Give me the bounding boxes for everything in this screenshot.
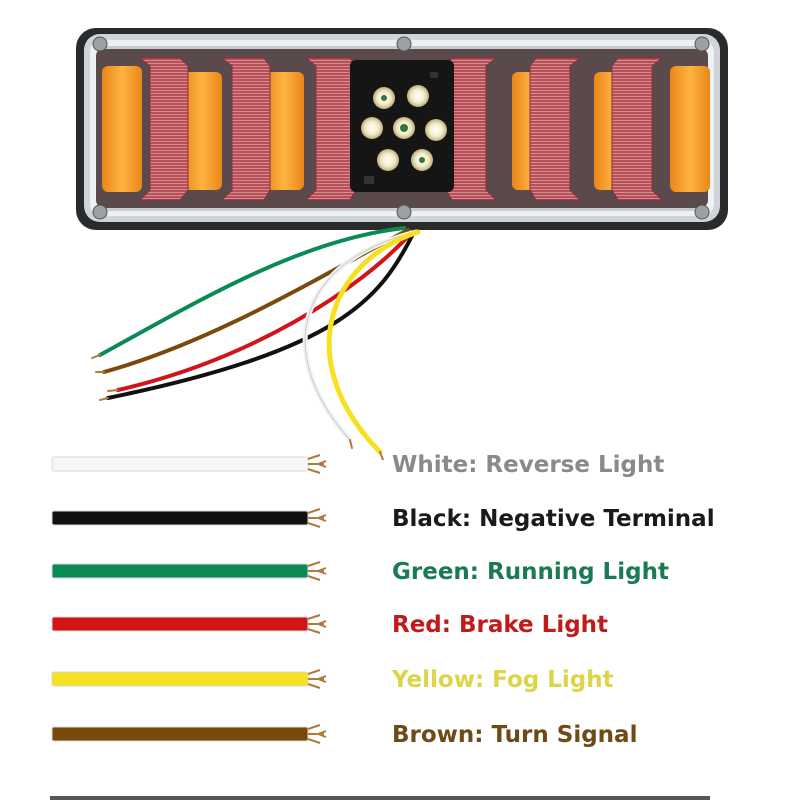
loose-wires	[91, 226, 421, 460]
legend-label: Red: Brake Light	[392, 612, 609, 638]
legend-label: Yellow: Fog Light	[392, 667, 614, 693]
wire-swatch	[51, 561, 327, 581]
legend-label: Black: Negative Terminal	[392, 506, 715, 532]
wire-swatch	[51, 454, 327, 474]
legend-row: Green: Running Light	[0, 544, 800, 600]
legend-label: Brown: Turn Signal	[392, 722, 638, 748]
wire-swatch	[51, 508, 327, 528]
legend-row: White: Reverse Light	[0, 437, 800, 493]
bottom-edge-strip	[50, 796, 710, 800]
legend-row: Yellow: Fog Light	[0, 652, 800, 708]
wire-swatch	[51, 614, 327, 634]
legend-row: Black: Negative Terminal	[0, 491, 800, 547]
legend-label: White: Reverse Light	[392, 452, 665, 478]
legend-label: Green: Running Light	[392, 559, 669, 585]
wire-swatch	[51, 669, 327, 689]
wire-swatch	[51, 724, 327, 744]
legend-row: Brown: Turn Signal	[0, 707, 800, 763]
center-led-board	[350, 60, 454, 192]
tail-light-image	[76, 28, 728, 460]
red-chevron-segments	[138, 57, 664, 201]
legend-row: Red: Brake Light	[0, 597, 800, 653]
screw-heads	[92, 36, 710, 220]
